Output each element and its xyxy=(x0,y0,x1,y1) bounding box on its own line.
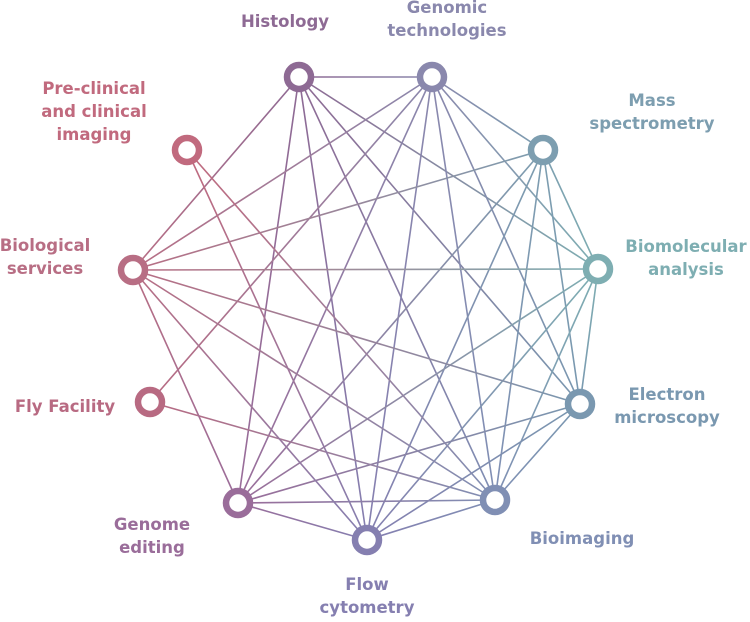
node-label-line: Genome xyxy=(114,515,190,534)
edge-electron-microscopy-bioimaging xyxy=(494,403,581,501)
node-genomic-technologies xyxy=(416,61,448,93)
edge-mass-spectrometry-genome-editing xyxy=(237,149,544,504)
node-label-line: spectrometry xyxy=(589,114,714,133)
edge-electron-microscopy-genome-editing xyxy=(237,403,581,504)
edge-biomolecular-analysis-biological-services xyxy=(132,268,599,271)
edge-genome-editing-biological-services xyxy=(132,269,239,504)
edge-flow-cytometry-genome-editing xyxy=(237,502,368,541)
node-label-line: services xyxy=(7,259,84,278)
node-label-line: imaging xyxy=(56,125,131,144)
edge-electron-microscopy-flow-cytometry xyxy=(366,403,581,541)
node-label-line: and clinical xyxy=(41,102,147,121)
edge-bioimaging-genome-editing xyxy=(237,499,496,504)
edge-genomic-technologies-genome-editing xyxy=(237,76,433,504)
edge-mass-spectrometry-flow-cytometry xyxy=(366,149,544,541)
edge-bioimaging-biological-services xyxy=(132,269,496,501)
edge-histology-genome-editing xyxy=(237,76,300,504)
edge-bioimaging-pre-clinical-imaging xyxy=(186,149,496,501)
node-label-fly-facility: Fly Facility xyxy=(15,397,116,416)
edge-biomolecular-analysis-electron-microscopy xyxy=(579,268,599,405)
node-label-line: Fly Facility xyxy=(15,397,116,416)
node-label-line: Histology xyxy=(241,12,329,31)
node-biological-services xyxy=(117,254,149,286)
node-label-line: cytometry xyxy=(320,598,415,617)
node-bioimaging xyxy=(479,484,511,516)
node-label-biological-services: Biological services xyxy=(0,236,90,278)
edge-flow-cytometry-biological-services xyxy=(132,269,368,541)
edge-mass-spectrometry-biomolecular-analysis xyxy=(542,149,599,270)
edge-genomic-technologies-fly-facility xyxy=(149,76,433,403)
node-label-electron-microscopy: Electron microscopy xyxy=(614,385,720,427)
node-label-genomic-technologies: Genomic technologies xyxy=(387,0,506,40)
node-label-line: technologies xyxy=(387,21,506,40)
node-label-flow-cytometry: Flow cytometry xyxy=(320,575,415,617)
nodes-layer xyxy=(117,61,614,556)
edge-biomolecular-analysis-bioimaging xyxy=(494,268,599,501)
edge-histology-electron-microscopy xyxy=(298,76,581,405)
edges-layer xyxy=(132,76,599,541)
edge-genomic-technologies-bioimaging xyxy=(431,76,496,501)
edge-genomic-technologies-electron-microscopy xyxy=(431,76,581,405)
edge-histology-flow-cytometry xyxy=(298,76,368,541)
edge-biomolecular-analysis-flow-cytometry xyxy=(366,268,599,541)
edge-biomolecular-analysis-genome-editing xyxy=(237,268,599,504)
node-label-line: Pre-clinical xyxy=(42,79,145,98)
node-label-line: Bioimaging xyxy=(530,529,635,548)
node-label-histology: Histology xyxy=(241,12,329,31)
edge-genomic-technologies-biological-services xyxy=(132,76,433,271)
edge-flow-cytometry-pre-clinical-imaging xyxy=(186,149,368,541)
node-label-line: Flow xyxy=(345,575,389,594)
node-label-line: Mass xyxy=(628,91,675,110)
node-genome-editing xyxy=(222,487,254,519)
node-label-line: analysis xyxy=(648,260,724,279)
node-label-genome-editing: Genome editing xyxy=(114,515,190,557)
edge-genomic-technologies-biomolecular-analysis xyxy=(431,76,599,270)
edge-histology-bioimaging xyxy=(298,76,496,501)
node-label-line: Biomolecular xyxy=(625,237,747,256)
edge-bioimaging-flow-cytometry xyxy=(366,499,496,541)
node-label-line: editing xyxy=(119,538,185,557)
edge-genomic-technologies-mass-spectrometry xyxy=(431,76,544,151)
node-label-line: microscopy xyxy=(614,408,720,427)
node-biomolecular-analysis xyxy=(582,253,614,285)
edge-bioimaging-fly-facility xyxy=(149,401,496,501)
node-fly-facility xyxy=(134,386,166,418)
node-pre-clinical-imaging xyxy=(171,134,203,166)
node-label-line: Electron xyxy=(628,385,705,404)
edge-histology-biological-services xyxy=(132,76,300,271)
node-label-bioimaging: Bioimaging xyxy=(530,529,635,548)
node-label-line: Biological xyxy=(0,236,90,255)
node-label-biomolecular-analysis: Biomolecular analysis xyxy=(625,237,747,279)
edge-electron-microscopy-biological-services xyxy=(132,269,581,405)
node-label-line: Genomic xyxy=(407,0,487,17)
node-flow-cytometry xyxy=(351,524,383,556)
edge-mass-spectrometry-bioimaging xyxy=(494,149,544,501)
node-histology xyxy=(283,61,315,93)
node-electron-microscopy xyxy=(564,388,596,420)
node-label-mass-spectrometry: Mass spectrometry xyxy=(589,91,714,133)
node-mass-spectrometry xyxy=(527,134,559,166)
edge-mass-spectrometry-electron-microscopy xyxy=(542,149,581,405)
edge-mass-spectrometry-biological-services xyxy=(132,149,544,271)
edge-histology-biomolecular-analysis xyxy=(298,76,599,270)
node-label-pre-clinical-imaging: Pre-clinical and clinical imaging xyxy=(41,79,147,144)
